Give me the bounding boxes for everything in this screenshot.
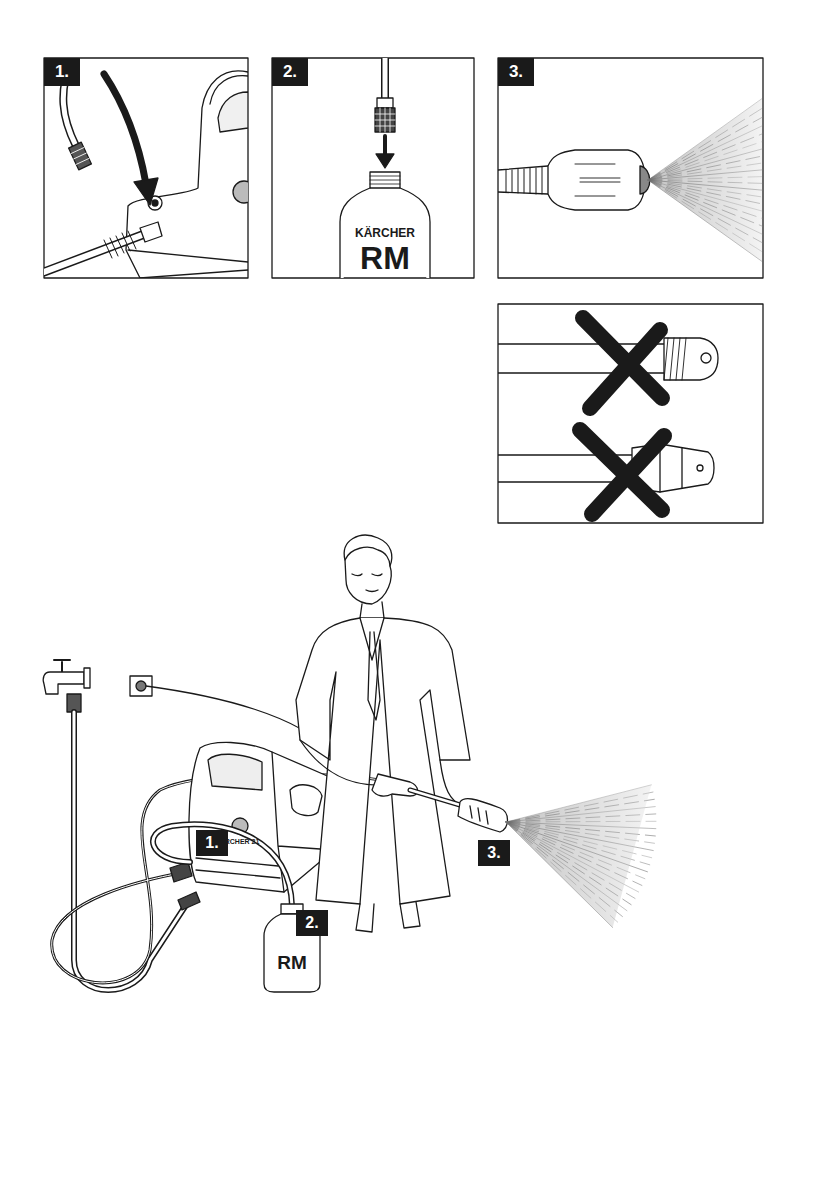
panel-frame	[44, 58, 248, 278]
step-number: 1.	[55, 62, 69, 82]
brand-text: KÄRCHER	[355, 226, 415, 240]
machine-detail	[44, 58, 248, 278]
step-number: 3.	[487, 844, 500, 862]
nozzle-spray	[498, 150, 650, 210]
step-number-box: 2.	[272, 58, 308, 86]
model-text: KÄRCHER 21	[215, 838, 260, 845]
spray-fan	[506, 785, 651, 928]
spray-fan	[648, 99, 762, 262]
step-number: 2.	[305, 914, 318, 932]
panel-frame	[272, 58, 474, 278]
step-number: 2.	[283, 62, 297, 82]
forbidden-nozzles	[498, 318, 718, 514]
step-number-box: 1.	[44, 58, 80, 86]
panel-frame	[498, 58, 763, 278]
panel-frame	[498, 304, 763, 523]
step-number-box: 2.	[296, 910, 328, 936]
detergent-bottle	[340, 58, 430, 278]
product-code: RM	[277, 952, 307, 974]
product-code: RM	[360, 240, 410, 277]
step-number: 3.	[509, 62, 523, 82]
step-number-box: 3.	[498, 58, 534, 86]
step-number-box: 3.	[478, 840, 510, 866]
pressure-washer-scene	[43, 535, 507, 992]
